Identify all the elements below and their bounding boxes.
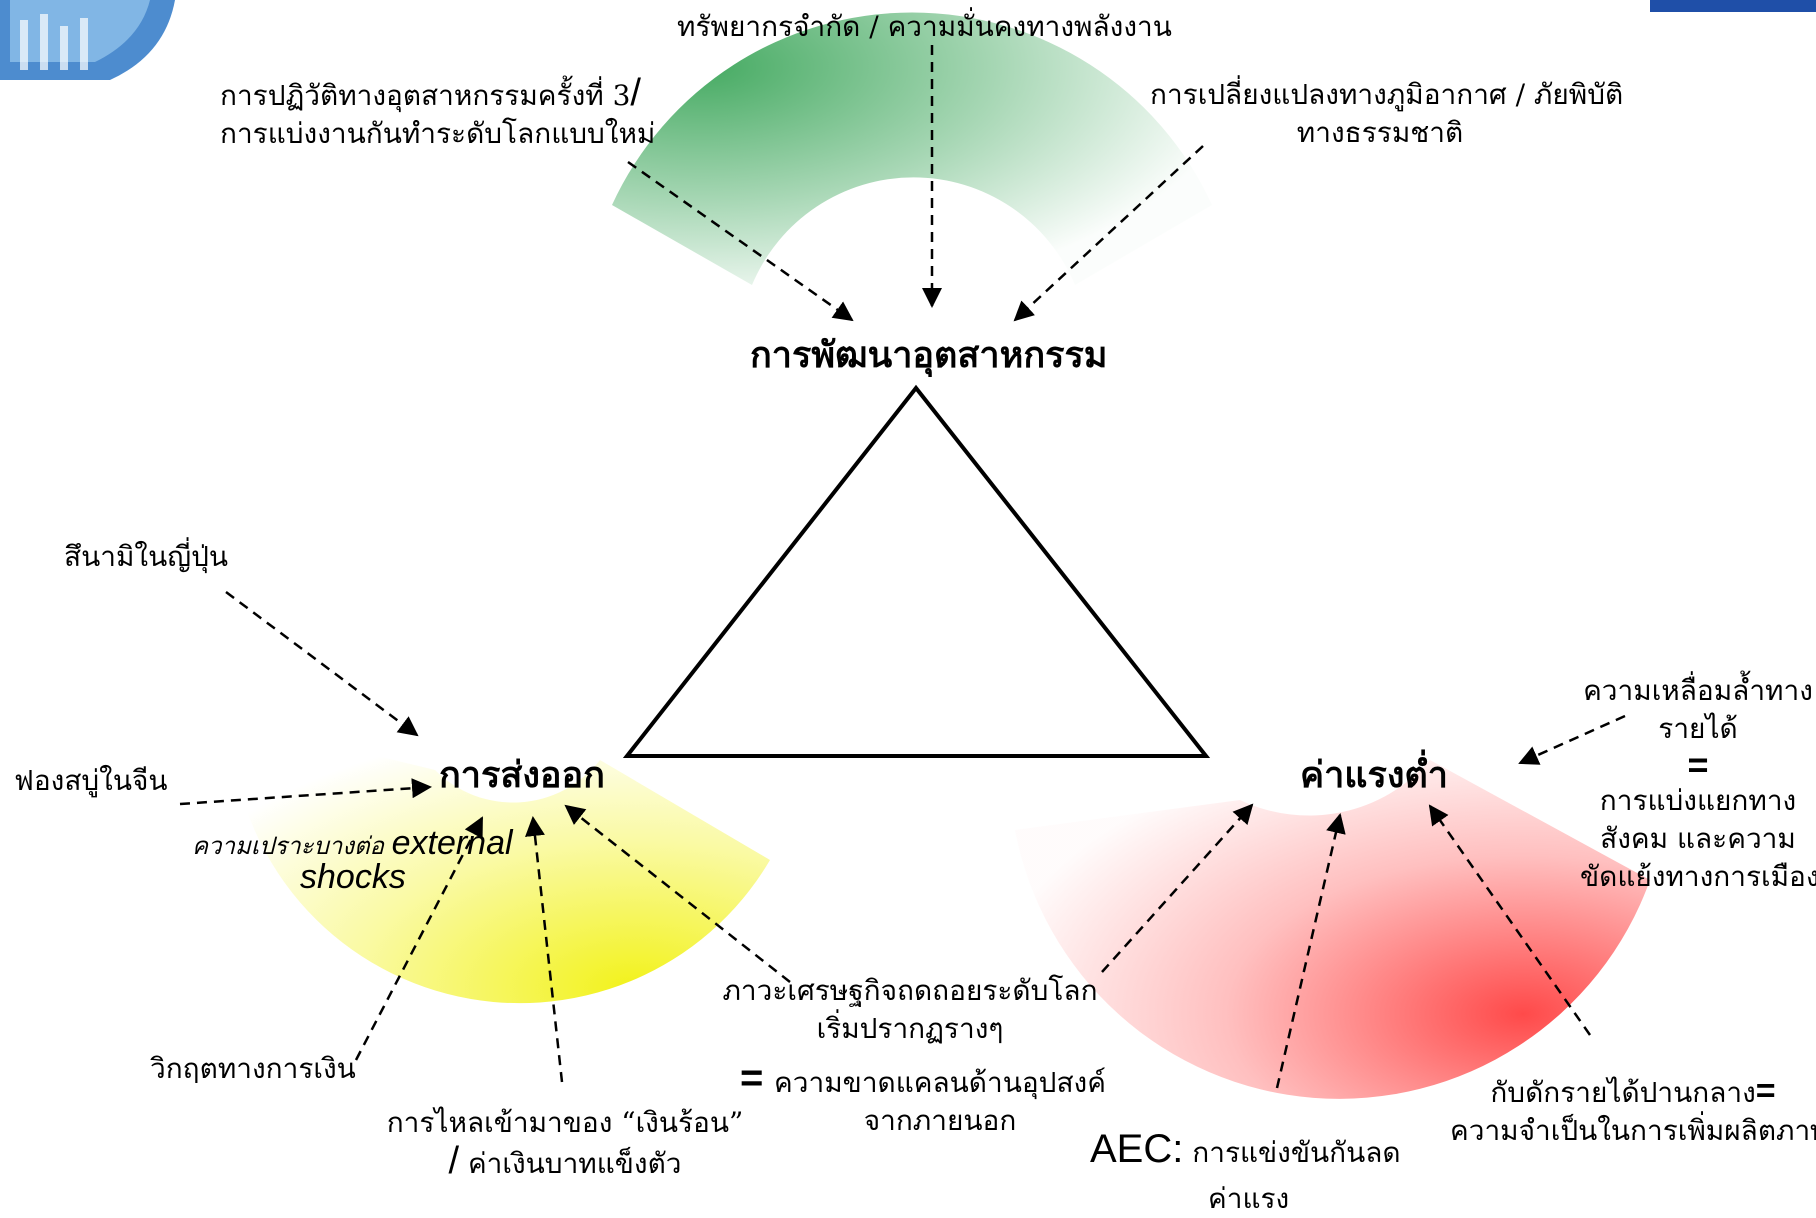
label-middle-income-line2: ความจำเป็นในการเพิ่มผลิตภาพ bbox=[1450, 1114, 1816, 1147]
label-inequality-line3: การแบ่งแยกทาง bbox=[1599, 784, 1797, 817]
label-middle-income-eq: = bbox=[1755, 1072, 1776, 1110]
logo-top-left bbox=[0, 0, 175, 80]
label-inequality-eq: = bbox=[1687, 744, 1709, 785]
label-recession-eq: = bbox=[740, 1056, 764, 1100]
arrow-recession-to-wage bbox=[1101, 803, 1254, 973]
hub-low-wage-text: ค่าแรงต่ำ bbox=[1300, 754, 1449, 796]
label-recession-line1: ภาวะเศรษฐกิจถดถอยระดับโลก bbox=[722, 974, 1098, 1007]
label-recession-demand: ความขาดแคลนด้านอุปสงค์ จากภายนอก bbox=[770, 1064, 1110, 1140]
export-arc-band bbox=[230, 720, 770, 1004]
wage-arc-band bbox=[1015, 760, 1650, 1099]
label-climate-line2: ทางธรรมชาติ bbox=[1296, 116, 1464, 149]
label-aec-prefix: AEC: bbox=[1090, 1127, 1184, 1171]
arrow-inequality bbox=[1518, 714, 1626, 765]
label-revolution-line2: การแบ่งงานกันทำระดับโลกแบบใหม่ bbox=[220, 117, 656, 150]
arrow-bubble bbox=[179, 778, 432, 806]
label-climate-line1: การเปลี่ยงแปลงทางภูมิอากาศ / ภัยพิบัติ bbox=[1150, 78, 1624, 111]
label-vulnerability-th: ความเปราะบางต่อ bbox=[192, 832, 384, 860]
label-middle-income: กับดักรายได้ปานกลาง= ความจำเป็นในการเพิ่… bbox=[1450, 1072, 1816, 1150]
label-hot-money-line1: การไหลเข้ามาของ “เงินร้อน” bbox=[386, 1106, 744, 1139]
label-recession-line4: จากภายนอก bbox=[863, 1104, 1017, 1137]
label-aec-line1: การแข่งขันกันลด bbox=[1192, 1136, 1401, 1169]
label-inequality-line4: สังคม และความ bbox=[1600, 822, 1796, 855]
label-inequality: ความเหลื่อมล้ำทาง รายได้ = การแบ่งแยกทาง… bbox=[1580, 672, 1816, 896]
label-hot-money-slash: / bbox=[448, 1140, 460, 1182]
label-revolution: การปฏิวัติทางอุตสาหกรรมครั้งที่ 3/ การแบ… bbox=[220, 72, 656, 153]
label-hot-money: การไหลเข้ามาของ “เงินร้อน” / ค่าเงินบาทแ… bbox=[385, 1104, 745, 1183]
arrow-hot-money bbox=[525, 816, 564, 1083]
label-aec-line2: ค่าแรง bbox=[1208, 1182, 1290, 1215]
label-aec: AEC: การแข่งขันกันลด bbox=[1090, 1127, 1401, 1172]
label-recession: ภาวะเศรษฐกิจถดถอยระดับโลก เริ่มปรากฏรางๆ bbox=[720, 972, 1100, 1048]
hub-industry-development: การพัฒนาอุตสาหกรรม bbox=[750, 334, 1108, 376]
label-revolution-slash: / bbox=[630, 72, 641, 114]
label-hot-money-line2: ค่าเงินบาทแข็งตัว bbox=[467, 1147, 682, 1180]
arrow-climate bbox=[1013, 145, 1204, 322]
label-inequality-line2: รายได้ bbox=[1658, 712, 1738, 745]
arrow-financial-crisis bbox=[354, 816, 484, 1061]
label-inequality-line1: ความเหลื่อมล้ำทาง bbox=[1583, 674, 1813, 707]
industry-arc-band bbox=[612, 12, 1212, 285]
label-financial-crisis: วิกฤตทางการเงิน bbox=[150, 1052, 356, 1085]
label-resources: ทรัพยากรจำกัด / ความมั่นคงทางพลังงาน bbox=[677, 10, 1172, 43]
label-recession-line2: เริ่มปรากฏรางๆ bbox=[816, 1012, 1004, 1045]
label-bubble: ฟองสบู่ในจีน bbox=[14, 764, 168, 797]
label-middle-income-line1: กับดักรายได้ปานกลาง bbox=[1490, 1076, 1756, 1109]
arrow-revolution bbox=[627, 160, 854, 322]
arrow-tsunami bbox=[225, 590, 419, 737]
logo-top-right bbox=[1650, 0, 1816, 12]
arrow-recession-to-export bbox=[564, 804, 791, 983]
label-recession-line3: ความขาดแคลนด้านอุปสงค์ bbox=[774, 1066, 1106, 1099]
label-inequality-line5: ขัดแย้งทางการเมือง bbox=[1580, 860, 1816, 893]
arrow-middle-income bbox=[1428, 804, 1592, 1036]
label-tsunami: สึนามิในญี่ปุ่น bbox=[64, 540, 228, 573]
label-vulnerability: ความเปราะบางต่อ external bbox=[192, 824, 513, 865]
central-triangle bbox=[622, 384, 1211, 758]
hub-export: การส่งออก bbox=[439, 754, 605, 796]
label-vulnerability-en2: shocks bbox=[300, 858, 406, 896]
label-vulnerability-en1: external bbox=[391, 824, 513, 862]
label-climate: การเปลี่ยงแปลงทางภูมิอากาศ / ภัยพิบัติ ท… bbox=[1150, 76, 1624, 152]
label-revolution-line1: การปฏิวัติทางอุตสาหกรรมครั้งที่ 3 bbox=[220, 79, 631, 112]
arrow-aec bbox=[1275, 813, 1346, 1089]
